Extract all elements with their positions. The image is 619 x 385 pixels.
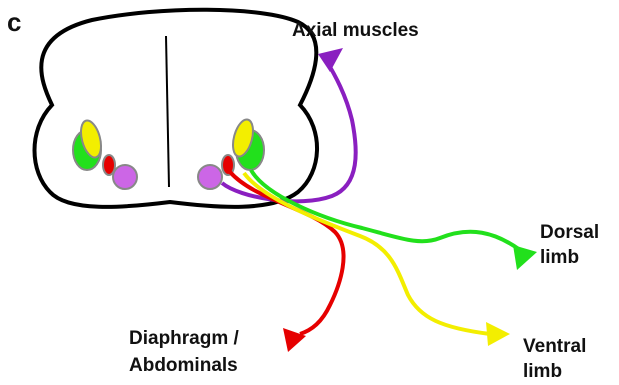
spinal-cord-outline bbox=[35, 10, 318, 207]
dorsal-limb-label-line2: limb bbox=[540, 247, 579, 269]
left-axial-pool bbox=[113, 165, 137, 189]
diaphragm-label-line2: Abdominals bbox=[129, 355, 238, 377]
ventral-limb-label-line2: limb bbox=[523, 361, 562, 383]
dorsal-arrowhead bbox=[513, 245, 537, 270]
panel-letter: c bbox=[7, 8, 21, 36]
ventral-arrowhead bbox=[486, 322, 510, 346]
diaphragm-label-line1: Diaphragm / bbox=[129, 328, 239, 350]
dorsal-limb-label-line1: Dorsal bbox=[540, 222, 599, 244]
right-axial-pool bbox=[198, 165, 222, 189]
axial-muscles-label: Axial muscles bbox=[292, 20, 419, 42]
axial-arrowhead bbox=[318, 48, 343, 72]
ventral-limb-label-line1: Ventral bbox=[523, 336, 586, 358]
